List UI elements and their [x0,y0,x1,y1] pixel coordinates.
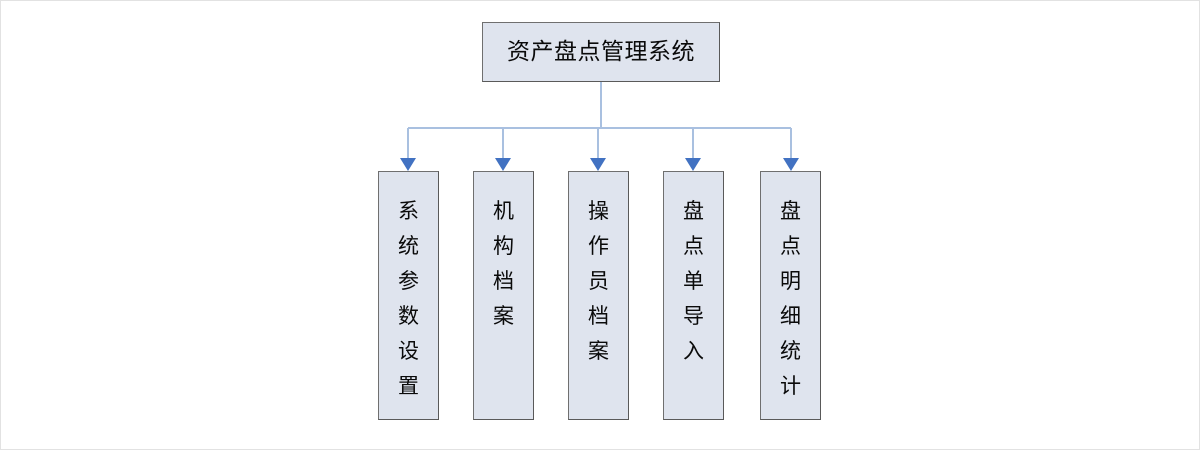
node-operator-archive[interactable]: 操 作 员 档 案 [568,171,629,420]
node-label-1-char-1: 构 [493,234,514,258]
node-label-4: 盘 点 明 细 统 计 [761,194,820,404]
arrowhead-3 [685,158,701,171]
node-label-0-char-5: 置 [398,374,419,398]
node-label-4-char-0: 盘 [780,199,801,223]
arrowhead-2 [590,158,606,171]
arrowhead-1 [495,158,511,171]
node-label-1: 机 构 档 案 [474,194,533,334]
node-label-3-char-3: 导 [683,304,704,328]
node-label-4-char-2: 明 [780,269,801,293]
node-label-2: 操 作 员 档 案 [569,194,628,369]
node-inventory-sheet-import[interactable]: 盘 点 单 导 入 [663,171,724,420]
node-system-parameter-settings[interactable]: 系 统 参 数 设 置 [378,171,439,420]
node-label-4-char-5: 计 [780,374,801,398]
node-label-1-char-2: 档 [493,269,514,293]
node-label-0-char-4: 设 [398,339,419,363]
arrowhead-4 [783,158,799,171]
arrowhead-group [400,158,799,171]
node-inventory-detail-statistics[interactable]: 盘 点 明 细 统 计 [760,171,821,420]
node-label-0-char-0: 系 [398,199,419,223]
node-label-4-char-1: 点 [780,234,801,258]
node-label-2-char-0: 操 [588,199,609,223]
node-label-3-char-2: 单 [683,269,704,293]
node-label-3-char-4: 入 [683,339,704,363]
node-label-2-char-4: 案 [588,339,609,363]
node-label-4-char-4: 统 [780,339,801,363]
node-label-0-char-2: 参 [398,269,419,293]
node-label-2-char-3: 档 [588,304,609,328]
node-label-1-char-0: 机 [493,199,514,223]
node-label-3: 盘 点 单 导 入 [664,194,723,369]
node-root-label: 资产盘点管理系统 [507,38,695,65]
node-label-3-char-1: 点 [683,234,704,258]
node-label-3-char-0: 盘 [683,199,704,223]
node-label-2-char-2: 员 [588,269,609,293]
node-organization-archive[interactable]: 机 构 档 案 [473,171,534,420]
node-label-1-char-3: 案 [493,304,514,328]
node-root[interactable]: 资产盘点管理系统 [482,22,720,82]
node-label-4-char-3: 细 [780,304,801,328]
node-label-0-char-3: 数 [398,304,419,328]
node-label-0: 系 统 参 数 设 置 [379,194,438,404]
node-label-0-char-1: 统 [398,234,419,258]
arrowhead-0 [400,158,416,171]
node-label-2-char-1: 作 [588,234,609,258]
